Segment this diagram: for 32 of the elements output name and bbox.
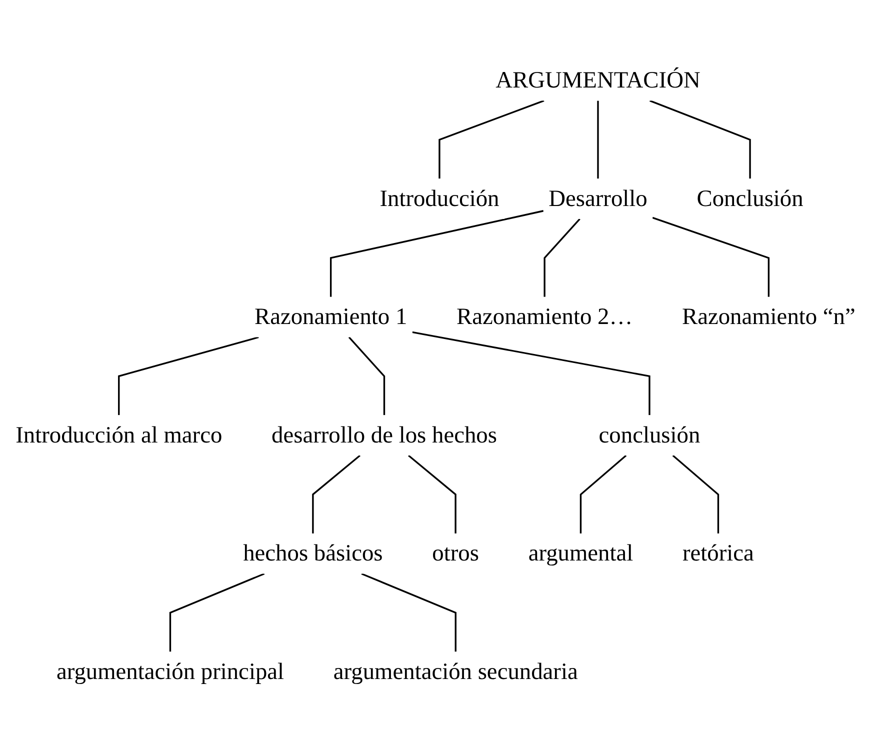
connector: [408, 454, 456, 534]
connector: [597, 100, 599, 178]
connector: [544, 218, 580, 297]
node-text: Desarrollo: [548, 184, 648, 211]
connector: [348, 336, 386, 415]
node-text: argumentación principal: [56, 658, 284, 684]
connector: [312, 454, 360, 534]
node-text: otros: [432, 540, 479, 566]
node-text: desarrollo de los hechos: [272, 421, 497, 448]
node-text: Razonamiento “n”: [682, 303, 856, 330]
connector: [649, 100, 751, 178]
connector: [361, 572, 456, 652]
connector: [118, 336, 259, 415]
connector: [652, 216, 770, 297]
node-text: Conclusión: [696, 184, 804, 211]
connector: [169, 572, 265, 652]
node-text: ARGUMENTACIÓN: [496, 66, 700, 93]
node-text: hechos básicos: [243, 540, 383, 566]
connector: [438, 100, 544, 178]
node-text: Introducción: [380, 184, 500, 211]
node-text: conclusión: [598, 421, 700, 448]
node-text: Razonamiento 1: [254, 303, 408, 330]
connector: [580, 454, 627, 534]
node-text: retórica: [682, 540, 754, 566]
node-text: argumental: [528, 540, 634, 566]
connector: [412, 331, 650, 415]
tree-diagram: ARGUMENTACIÓN Introducción Desarrollo Conclusión Razonamiento 1 Razonamiento 2… Razonamiento “n” Introducción al marco desarrollo de los hechos conclusión hechos básicos otros argumental retórica argumentación principal argumentación secundaria: [0, 50, 871, 702]
node-text: Razonamiento 2…: [456, 303, 633, 330]
connector: [330, 210, 544, 297]
node-text: argumentación secundaria: [333, 658, 578, 684]
connector: [672, 454, 720, 534]
node-text: Introducción al marco: [16, 421, 222, 448]
